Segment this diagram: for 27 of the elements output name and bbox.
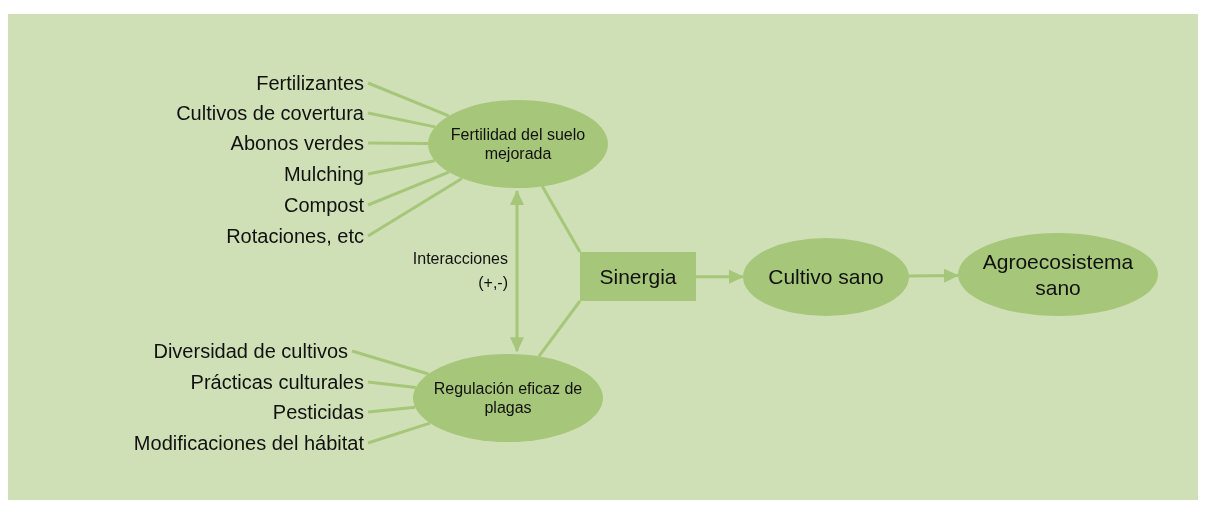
synergy-box: Sinergia [580, 252, 696, 301]
practice-label: Pesticidas [272, 400, 364, 424]
practice-label: Modificaciones del hábitat [133, 431, 364, 455]
connector-line [367, 380, 416, 389]
connector-line [367, 421, 431, 445]
connector-line [351, 349, 429, 376]
practice-label: Diversidad de cultivos [153, 339, 348, 363]
edge-label: Interacciones (+,-) [411, 249, 508, 294]
arrow [510, 190, 524, 353]
arrow [696, 269, 744, 284]
connector-line [368, 141, 429, 145]
connector-line [367, 81, 450, 118]
practice-label: Fertilizantes [256, 71, 364, 95]
connector-line [367, 159, 435, 176]
practice-label: Rotaciones, etc [226, 224, 364, 248]
connector-line [367, 111, 436, 129]
connector-line [541, 185, 582, 253]
practice-label: Compost [283, 193, 364, 217]
connector-line [367, 177, 463, 238]
connector-line [367, 170, 450, 207]
connector-line [367, 405, 416, 414]
practice-label: Abonos verdes [230, 131, 364, 155]
practice-label: Cultivos de covertura [176, 101, 364, 125]
arrow [908, 268, 960, 283]
practice-label: Mulching [283, 162, 364, 186]
connector-line [537, 300, 582, 358]
practice-label: Prácticas culturales [190, 370, 364, 394]
